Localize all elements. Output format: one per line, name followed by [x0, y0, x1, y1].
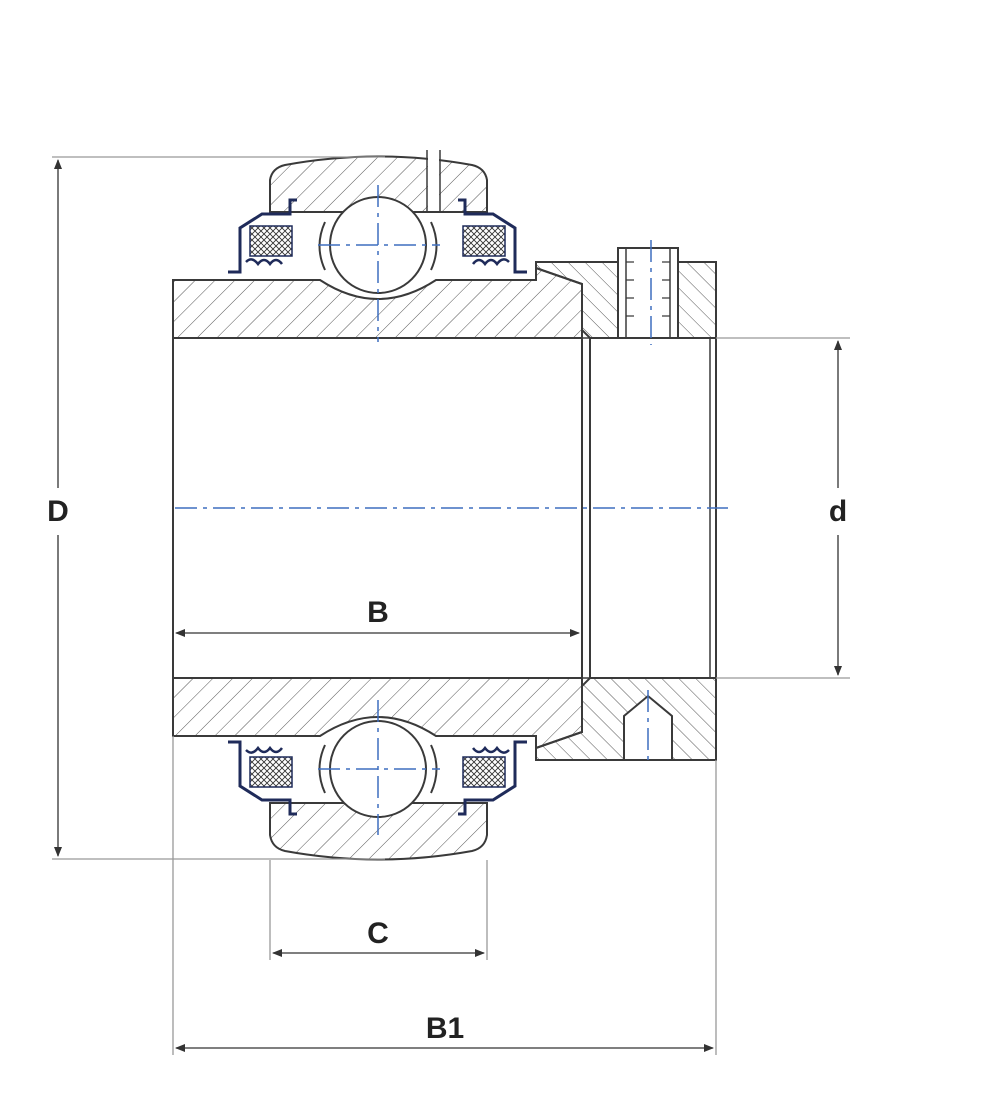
seal-top-left — [228, 198, 297, 274]
dimension-lines — [52, 156, 850, 1055]
cage-top — [318, 221, 438, 271]
locking-collar-bottom — [535, 677, 717, 761]
label-D: D — [47, 495, 69, 528]
label-C: C — [367, 917, 389, 950]
label-B: B — [367, 596, 389, 629]
seal-bottom-left — [228, 740, 297, 816]
seal-bottom-right — [458, 740, 527, 816]
locking-collar-top — [535, 247, 717, 339]
centerlines — [175, 185, 728, 835]
label-d: d — [829, 495, 847, 528]
label-B1: B1 — [426, 1012, 464, 1045]
seal-top-right — [458, 198, 527, 274]
